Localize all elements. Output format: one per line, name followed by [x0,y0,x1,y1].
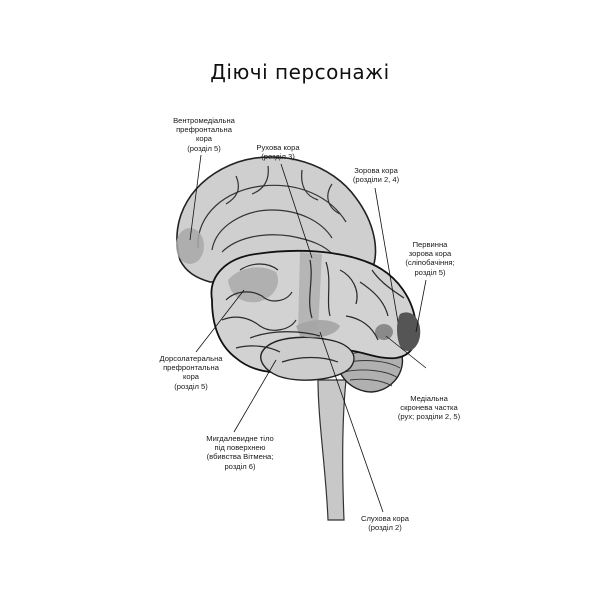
leader-visual [374,187,399,323]
label-dlpfc-line2: префронтальна [163,363,219,373]
label-motor-line2: (розділ 3) [261,152,295,162]
label-dlpfc-line4: (розділ 5) [174,381,208,391]
label-visual-line2: (розділи 2, 4) [352,175,400,185]
brainstem [317,379,347,521]
medial-gyri [197,165,347,257]
leader-vmpfc [189,154,202,241]
label-vmpfc-line3: кора [195,134,213,144]
label-mtl-line2: скронева частка [400,403,458,413]
label-vmpfc-line1: Вентромедіальна [173,116,235,125]
label-visual-line1: Зорова кора [354,166,398,175]
label-auditory-cortex: Слухова кора (розділ 2) [350,514,420,532]
visual-region [375,324,393,340]
leader-motor [280,163,313,259]
v1-region [397,312,421,351]
label-amygdala: Мигдалевидне тіло під поверхнею (вбивств… [198,434,282,471]
leader-auditory [319,331,384,513]
label-mtl-line3: (рух; розділи 2, 5) [397,412,461,422]
label-v1-line3: (сліпобачіння; [405,258,455,268]
leader-v1 [415,279,427,333]
leader-mtl [385,335,427,369]
label-amygdala-line2: під поверхнею [214,443,266,453]
label-motor-line1: Рухова кора [256,143,300,152]
label-v1-line4: розділ 5) [414,267,446,277]
leader-dlpfc [195,289,245,353]
label-primary-visual-cortex: Первинна зорова кора (сліпобачіння; розд… [392,240,468,277]
temporal-lobe [260,336,355,381]
label-vmpfc-line4: (розділ 5) [187,143,221,153]
lateral-gyri [221,259,405,363]
label-medial-temporal-lobe: Медіальна скронева частка (рух; розділи … [386,394,472,422]
page-title: Діючі персонажі [210,60,390,84]
leader-amygdala [233,359,277,433]
leader-lines [189,154,427,513]
dlpfc-region [228,267,278,303]
label-motor-cortex: Рухова кора (розділ 3) [243,143,313,161]
label-amygdala-line1: Мигдалевидне тіло [206,434,274,443]
label-v1-line2: зорова кора [408,249,452,259]
label-dlpfc: Дорсолатеральна префронтальна кора (розд… [150,354,232,391]
label-vmpfc-line2: префронтальна [176,125,232,135]
label-vmpfc: Вентромедіальна префронтальна кора (розд… [165,116,243,153]
label-auditory-line1: Слухова кора [360,514,409,523]
label-dlpfc-line1: Дорсолатеральна [159,354,223,363]
label-auditory-line2: (розділ 2) [368,523,402,533]
label-amygdala-line4: розділ 6) [224,461,256,471]
label-visual-cortex: Зорова кора (розділи 2, 4) [341,166,411,184]
label-amygdala-line3: (вбивства Вітмена; [206,452,274,462]
vmpfc-region [176,228,204,264]
label-mtl-line1: Медіальна [410,394,448,403]
label-dlpfc-line3: кора [182,372,200,382]
label-v1-line1: Первинна [412,240,448,249]
